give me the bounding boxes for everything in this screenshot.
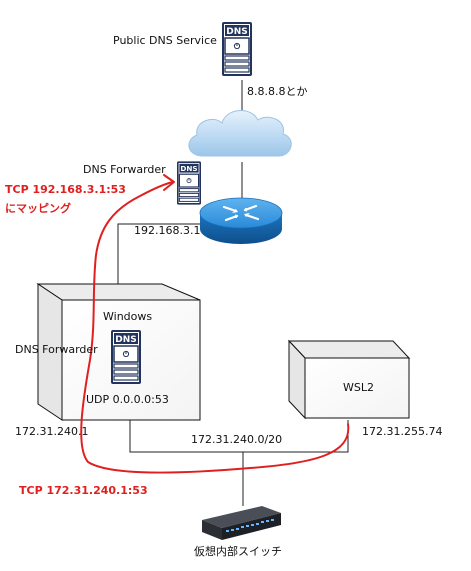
wsl2-host-box <box>287 339 411 420</box>
windows-label: Windows <box>103 310 153 323</box>
mapping-annotation-line1: TCP 192.168.3.1:53 <box>5 183 126 196</box>
router-icon <box>199 197 283 244</box>
router-address: 192.168.3.1 <box>134 224 201 237</box>
public-dns-address: 8.8.8.8とか <box>247 85 308 98</box>
network-switch-icon <box>202 506 281 540</box>
mapping-annotation-line2: にマッピング <box>5 202 71 215</box>
wsl2-label: WSL2 <box>343 381 374 394</box>
windows-dns-server-icon <box>111 329 141 385</box>
subnet-label: 172.31.240.0/20 <box>191 433 283 446</box>
switch-label: 仮想内部スイッチ <box>194 545 282 558</box>
public-dns-label: Public DNS Service <box>113 34 217 47</box>
link-windows-router <box>117 223 200 284</box>
forwarder-top-label: DNS Forwarder <box>83 163 166 176</box>
windows-listen-label: UDP 0.0.0.0:53 <box>86 393 169 406</box>
windows-role-label: DNS Forwarder <box>15 343 98 356</box>
port-mapping-arrowhead <box>163 174 175 191</box>
cloud-icon <box>188 110 292 157</box>
tcp-windows-annotation: TCP 172.31.240.1:53 <box>19 484 148 497</box>
dns-server-icon <box>222 21 252 77</box>
port-mapping-path <box>80 181 350 474</box>
wsl2-address: 172.31.255.74 <box>362 425 443 438</box>
forwarder-dns-icon <box>177 161 201 205</box>
windows-address: 172.31.240.1 <box>15 425 89 438</box>
